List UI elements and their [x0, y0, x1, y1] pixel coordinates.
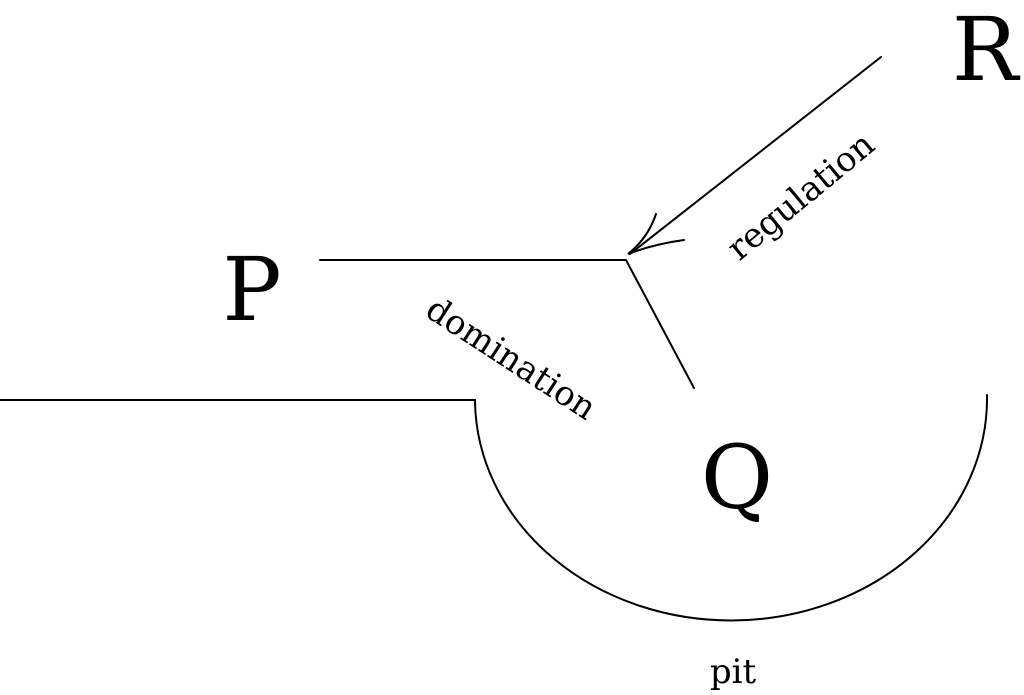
pit-label: pit — [710, 652, 757, 690]
node-r-label: R — [952, 0, 1021, 101]
arrowhead-icon — [627, 213, 685, 255]
edge-r-junction-arrow — [629, 56, 882, 255]
regulation-label: regulation — [720, 124, 883, 268]
domination-label: domination — [419, 289, 604, 428]
pit-curve — [474, 394, 989, 622]
node-q-label: Q — [701, 426, 773, 529]
node-p-label: P — [222, 238, 281, 341]
edge-q-junction — [625, 259, 695, 389]
